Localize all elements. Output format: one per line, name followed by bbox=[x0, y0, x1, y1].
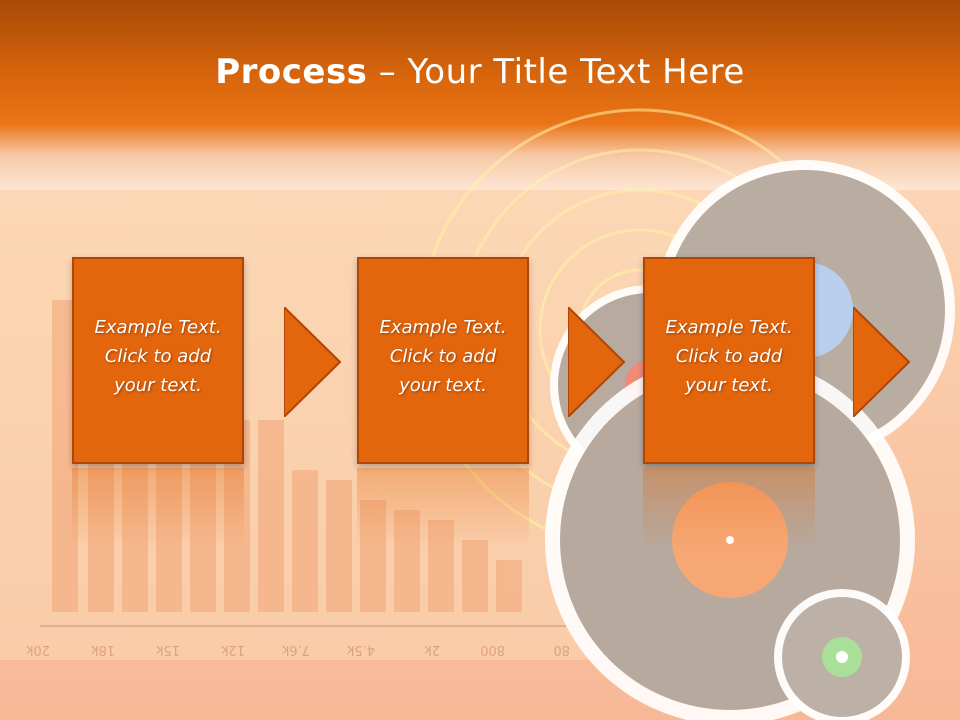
process-step-1-text[interactable]: Example Text. Click to add your text. bbox=[94, 317, 222, 396]
axis-label: 20k bbox=[25, 642, 50, 657]
vinyl-record-small bbox=[774, 589, 910, 720]
slide-title[interactable]: Process – Your Title Text Here bbox=[0, 52, 960, 92]
process-step-2[interactable]: Example Text. Click to add your text. bbox=[357, 257, 529, 464]
arrow-right-icon bbox=[853, 307, 911, 417]
axis-label: 7.6k bbox=[281, 642, 310, 657]
arrow-right-icon bbox=[568, 307, 626, 417]
axis-label: 15k bbox=[155, 642, 180, 657]
axis-label: 12k bbox=[220, 642, 245, 657]
process-step-3-text[interactable]: Example Text. Click to add your text. bbox=[665, 317, 793, 396]
axis-label: 80 bbox=[553, 642, 570, 657]
process-step-1-reflection bbox=[72, 468, 244, 548]
axis-label: 800 bbox=[480, 642, 505, 657]
process-step-3-reflection bbox=[643, 468, 815, 548]
axis-label: 2k bbox=[424, 642, 440, 657]
axis-label: 18k bbox=[90, 642, 115, 657]
title-rest: – Your Title Text Here bbox=[367, 52, 745, 92]
axis-labels: 20k 18k 15k 12k 7.6k 4.5k 2k 800 80 bbox=[25, 642, 570, 657]
arrow-right-icon bbox=[284, 307, 342, 417]
axis-label: 4.5k bbox=[346, 642, 375, 657]
title-bold: Process bbox=[215, 52, 368, 92]
title-band bbox=[0, 0, 960, 190]
process-step-1[interactable]: Example Text. Click to add your text. bbox=[72, 257, 244, 464]
process-step-3[interactable]: Example Text. Click to add your text. bbox=[643, 257, 815, 464]
process-step-2-reflection bbox=[357, 468, 529, 548]
process-step-2-text[interactable]: Example Text. Click to add your text. bbox=[379, 317, 507, 396]
